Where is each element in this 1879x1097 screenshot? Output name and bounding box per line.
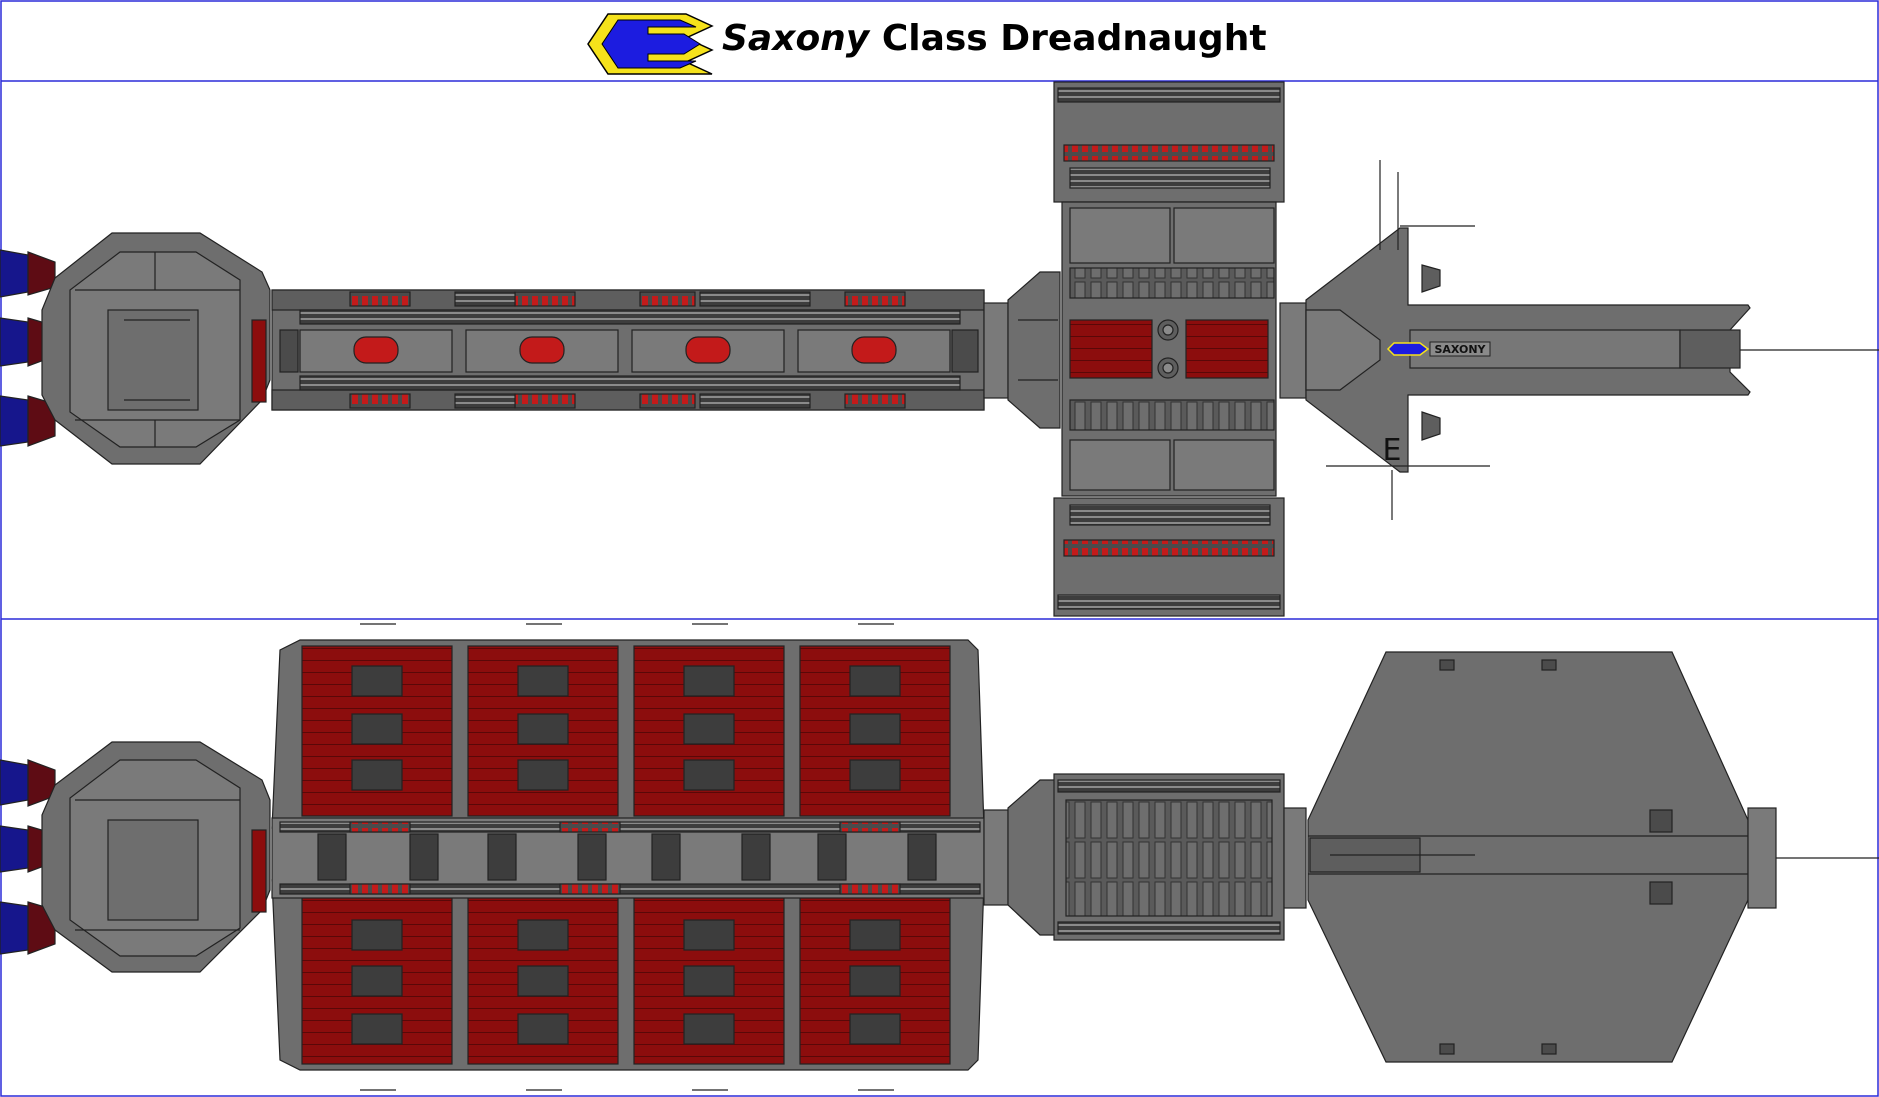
top-view: SAXONY E [0, 81, 1879, 617]
hull-name: SAXONY [1434, 343, 1486, 356]
connector-section [983, 271, 1061, 429]
engine-section-bottom [41, 741, 271, 973]
title-class-name: Saxony [722, 18, 871, 59]
bow-section: SAXONY E [1279, 160, 1879, 520]
cargo-bays [271, 623, 985, 1091]
e-emblem-icon [587, 13, 714, 75]
bay-antennas [360, 623, 894, 1091]
cargo-hatches [351, 665, 901, 1045]
registry-letter: E [1383, 433, 1402, 468]
spine-section-bottom [271, 817, 985, 899]
central-module-bottom [1053, 773, 1307, 941]
bow-section-bottom [1307, 651, 1879, 1063]
engine-section [41, 232, 271, 465]
spine-section [271, 289, 985, 411]
central-module [1053, 81, 1285, 617]
header: Saxony Class Dreadnaught [587, 13, 1267, 75]
bottom-view [0, 623, 1879, 1091]
page-title: Saxony Class Dreadnaught [722, 18, 1267, 59]
title-rest: Class Dreadnaught [869, 18, 1266, 59]
connector-section-bottom [983, 779, 1061, 936]
